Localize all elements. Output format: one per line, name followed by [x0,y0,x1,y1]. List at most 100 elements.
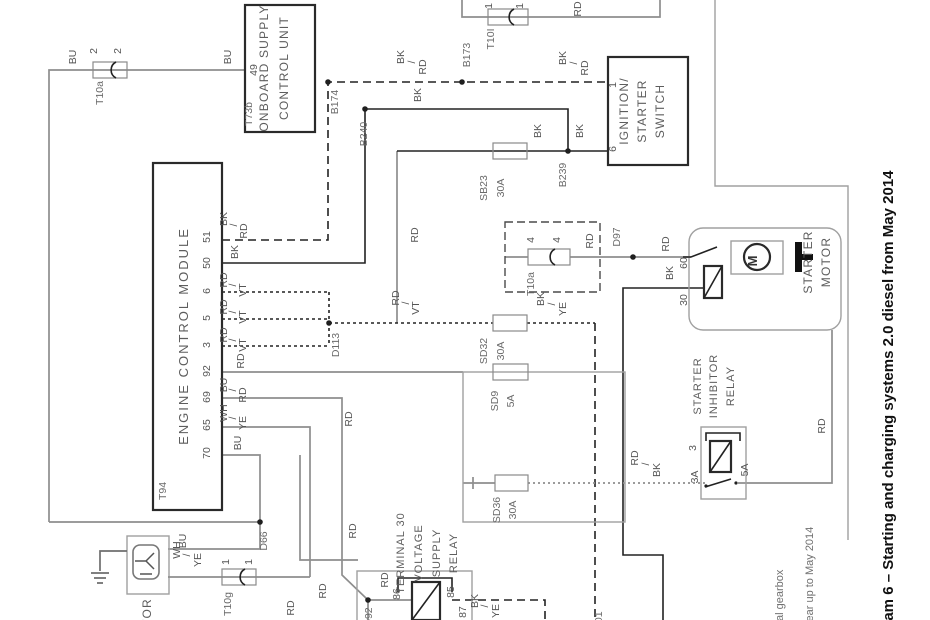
fusebox-housing [462,371,626,523]
generator-whye-wire [168,426,311,578]
fuse-sb23 [492,142,528,160]
connector-id: T10I [485,28,497,49]
node-label: B239 [557,163,569,188]
wire-color-separator: / [227,283,239,286]
onboard-box [243,3,317,134]
component-name-ignition: STARTER [635,79,649,142]
relay-pin: 3 [687,445,699,451]
junction-nodes [257,79,636,603]
wire-color-label: RD [660,236,672,252]
wire-color-label: RD [579,60,591,76]
wire-color-label: YE [557,302,569,316]
wire-color-label: YE [490,604,502,618]
wire-color-label: BU [177,534,189,549]
wire-color-label: BU [232,436,244,451]
wire-color-label: RD [417,59,429,75]
inhibitor-relay-symbol [704,432,741,488]
node-label: D101 [593,611,605,620]
fuse-id: SD36 [491,497,503,523]
connector-pin: 2 [112,48,124,54]
motor-letter: M [745,256,760,267]
ecm-pin: 92 [201,365,213,377]
bkrd-dashed-bus [222,81,608,241]
connector-id: T10g [222,592,234,616]
wire-color-label: RD [343,411,355,427]
wire-color-label: BU [67,50,79,65]
starter-terminal: 60 [678,257,690,269]
inset-border [714,0,849,540]
component-name-onboard: CONTROL UNIT [277,16,291,120]
wire-color-label: VT [410,301,422,315]
wire-color-separator: / [227,338,239,341]
connector-t10a-top [92,61,128,79]
node-label: B173 [461,43,473,68]
wire-color-label: RD [347,523,359,539]
wire-color-label: RD [572,1,584,17]
wire-color-separator: / [400,301,412,304]
fuse-id: SB23 [478,175,490,201]
wire-color-label: BK [218,212,230,226]
wire-color-label: BK [469,594,481,608]
wire-color-label: BK [664,266,676,280]
wire-color-label: RD [816,418,828,434]
wire-color-label: RD [237,387,249,403]
t30-relay-housing [356,570,473,620]
ecm-pin: 6 [201,288,213,294]
t30-relay-symbol [397,577,453,620]
fuse-id: SD9 [489,391,501,412]
wire-color-label: BK [532,124,544,138]
ecm-pin: 3 [201,342,213,348]
wire-color-separator: / [479,604,491,607]
footnote-gearbox: al gearbox [774,569,786,620]
wire-color-label: RD [218,299,230,315]
fuse-sd32 [492,314,528,332]
wire-color-separator: / [228,223,240,226]
connector-id: T10a [525,272,537,296]
component-pin: 1 [607,82,619,88]
connector-pin: 4 [551,237,563,243]
wire-color-separator: / [227,310,239,313]
relay-pin: 86 [391,588,403,600]
node-label: B240 [358,122,370,147]
bk-wiring [222,108,704,620]
connector-pin: 1 [220,559,232,565]
component-name-t30-relay: RELAY [448,533,460,573]
component-name-starter-motor: STARTER [801,230,815,293]
connector-pin: 2 [88,48,100,54]
wire-color-separator: / [227,388,239,391]
wire-color-label: BU [218,378,230,393]
fuse-rating: 5A [505,395,517,408]
wire-color-separator: / [406,60,418,63]
wire-color-label: WH [171,541,183,559]
fuse-sd36 [494,474,529,492]
wire-color-label: VT [237,283,249,297]
wire-color-separator: / [181,553,193,556]
wire-color-label: VT [237,338,249,352]
ecm-pin: 5 [201,315,213,321]
component-name-t30-relay: TERMINAL 30 [395,512,407,594]
wire-color-label: RD [629,450,641,466]
wire-color-label: RD [379,572,391,588]
connector-id: T94 [157,482,169,500]
wire-color-label: BK [395,50,407,64]
component-name-inhibitor: INHIBITOR [708,354,720,418]
connector-pin: 1 [514,3,526,9]
wire-color-label: RD [317,583,329,599]
component-name-ignition: IGNITION/ [617,77,631,144]
wire-color-separator: / [546,302,558,305]
solenoid-coil-icon [702,264,724,300]
wire-color-label: RD [409,227,421,243]
diagram-title: Diagram 6 – Starting and charging system… [880,170,897,620]
component-name-inhibitor: RELAY [725,366,737,406]
wire-color-separator: / [568,61,580,64]
ecm-box [151,161,224,512]
relay-coil-icon [708,439,733,474]
component-name-ignition: SWITCH [653,84,667,139]
ecm-pin: 51 [201,231,213,243]
component-pin: 6 [607,146,619,152]
fuse-rating: 30A [495,342,507,361]
relay-coil-icon [410,580,442,620]
connector-id: T73b [243,102,255,126]
ground-symbol [91,550,127,584]
